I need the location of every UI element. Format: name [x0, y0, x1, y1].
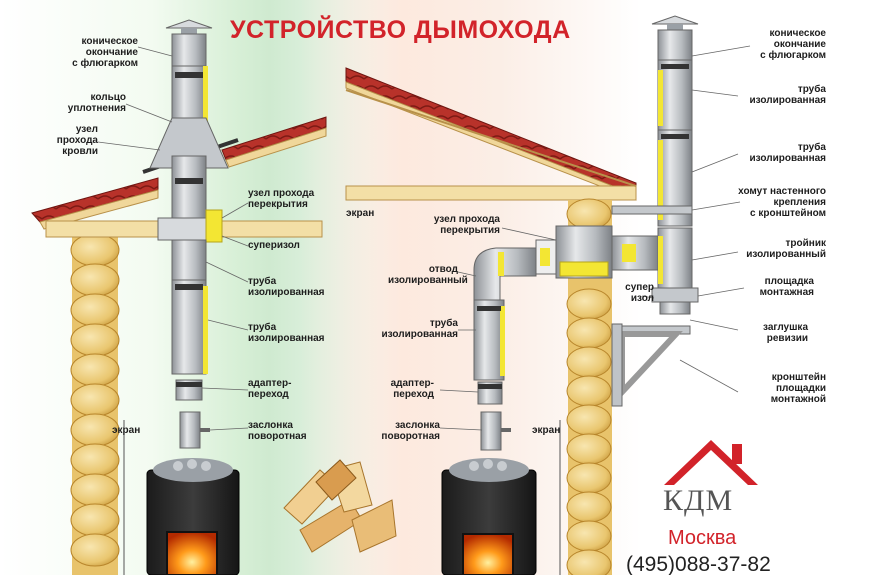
right-inner-chimney [441, 247, 561, 575]
brand-city: Москва [668, 527, 737, 549]
label-ceiling-pass-left: узел прохода перекрытия [248, 188, 315, 210]
label-pipe-left-2: труба изолированная [248, 322, 325, 344]
brand-name: КДМ [663, 484, 734, 517]
label-adapter-right: адаптер- переход [390, 378, 434, 400]
right-outer-chimney [611, 15, 699, 407]
left-log-wall [70, 232, 120, 575]
label-screen-right-top: экран [346, 208, 375, 219]
label-platform-bracket: кронштейн площадки монтажной [770, 372, 826, 405]
label-adapter-left: адаптер- переход [248, 378, 292, 400]
left-pointer-lines [97, 46, 249, 431]
right-roof [345, 67, 637, 201]
kdm-logo-house-icon [664, 440, 758, 485]
firewood [283, 459, 397, 553]
label-pipe-right-top: труба изолированная [749, 84, 827, 106]
label-damper-right: заслонка поворотная [381, 420, 440, 442]
label-cone-cap-right: коническое окончание с флюгарком [760, 28, 826, 61]
label-pipe-right-mid: труба изолированная [749, 142, 827, 164]
label-wall-clamp: хомут настенного крепления с кронштейном [738, 186, 826, 219]
label-screen-right-bottom: экран [532, 425, 561, 436]
label-superizol: суперизол [248, 240, 300, 251]
label-pipe-right-low: труба изолированная [381, 318, 459, 340]
label-screen-left: экран [112, 425, 141, 436]
right-wall-pass [535, 225, 659, 279]
label-seal-ring: кольцо уплотнения [67, 92, 126, 114]
brand-phone: (495)088-37-82 [626, 553, 771, 575]
label-roof-pass: узел прохода кровли [56, 124, 98, 157]
label-inspection-cap: заглушка ревизии [763, 322, 808, 344]
label-super-izol: супер изол [625, 282, 654, 304]
label-platform: площадка монтажная [759, 276, 814, 298]
right-pointer-lines [439, 45, 751, 431]
page-title: УСТРОЙСТВО ДЫМОХОДА [230, 16, 571, 44]
label-ceiling-pass-right: узел прохода перекрытия [433, 214, 500, 236]
label-tee: тройник изолированный [746, 238, 826, 260]
label-elbow: отвод изолированный [388, 264, 468, 286]
left-chimney [123, 19, 240, 575]
label-pipe-left-1: труба изолированная [248, 276, 325, 298]
label-damper-left: заслонка поворотная [248, 420, 307, 442]
label-cone-cap-left: коническое окончание с флюгарком [72, 36, 138, 69]
